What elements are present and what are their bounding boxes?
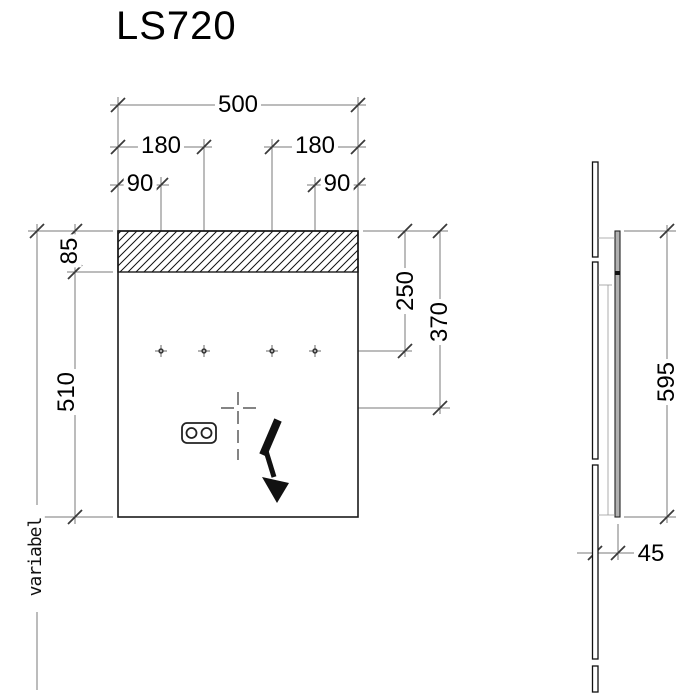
lightning-bolt-icon <box>259 418 289 503</box>
dim-label-body-height: 510 <box>53 368 80 416</box>
dim-label-hole-offset-right: 90 <box>320 171 354 197</box>
side-view-mirror-glass <box>591 161 599 693</box>
rail-clip-mark <box>615 271 620 275</box>
dim-label-rail-height: 595 <box>653 358 680 406</box>
side-view-mounting-rail <box>598 230 621 518</box>
dim-label-width-total: 500 <box>214 92 262 118</box>
dim-label-connection-from-top: 370 <box>426 298 453 346</box>
dim-label-hole-offset-left: 90 <box>123 171 157 197</box>
mounting-hole <box>266 345 278 357</box>
dim-label-overall-height: variabel <box>25 514 46 600</box>
dim-label-depth: 45 <box>634 541 668 567</box>
mounting-hole <box>198 345 210 357</box>
double-socket-icon <box>181 422 217 444</box>
front-view-outline <box>117 230 359 518</box>
hatched-light-strip <box>117 230 359 273</box>
dim-label-holes-from-top: 250 <box>392 267 419 315</box>
tick-marks <box>29 97 675 561</box>
dim-label-strip-height: 85 <box>56 234 83 268</box>
dim-label-hole-span-right: 180 <box>291 133 339 159</box>
mounting-holes <box>155 345 321 357</box>
drawing-title: LS720 <box>116 4 237 48</box>
rail-connector-lines <box>598 237 615 516</box>
centerline-cross-icon <box>221 392 256 460</box>
dim-label-hole-span-left: 180 <box>137 133 185 159</box>
mounting-hole <box>155 345 167 357</box>
mounting-hole <box>309 345 321 357</box>
